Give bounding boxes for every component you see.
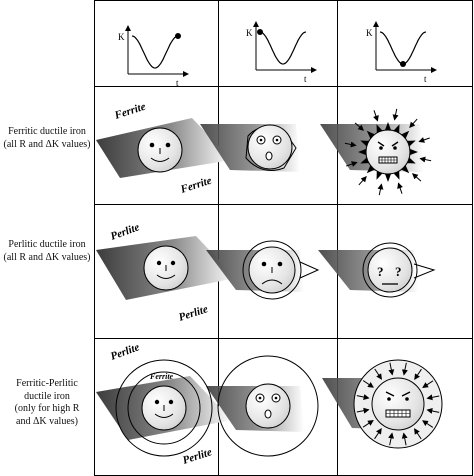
load-curve bbox=[259, 31, 307, 65]
pressure-arrow bbox=[354, 122, 365, 131]
phase-label-top: Ferrite bbox=[112, 101, 147, 123]
spike bbox=[384, 122, 392, 131]
question-mark: ? bbox=[377, 264, 384, 279]
phase-label-bottom: Perlite bbox=[181, 446, 213, 467]
row-perlitic: Perlite Perlite bbox=[96, 221, 436, 324]
ring-label: Ferrite bbox=[149, 372, 174, 381]
load-point-marker bbox=[400, 61, 406, 67]
row-label-ferritic-perlitic: Ferritic-Perlitic ductile iron (only for… bbox=[14, 378, 80, 427]
smiling-face bbox=[137, 127, 183, 173]
pressure-arrow bbox=[344, 141, 357, 148]
load-graph: Kt bbox=[366, 21, 437, 84]
load-curve bbox=[379, 31, 427, 65]
angry-face-under-pressure bbox=[344, 108, 432, 196]
pressure-arrow bbox=[346, 161, 358, 167]
puzzled-face-in-bubble: ? ? bbox=[362, 242, 436, 298]
pressure-arrow bbox=[388, 432, 394, 446]
spike bbox=[358, 148, 367, 156]
pressure-arrow bbox=[418, 137, 430, 143]
sad-face-in-bubble bbox=[242, 240, 320, 300]
x-axis-label: t bbox=[176, 78, 179, 88]
load-point-marker bbox=[257, 29, 263, 35]
row-ferritic-perlitic: Perlite Perlite Ferrite bbox=[96, 341, 443, 467]
spike bbox=[409, 148, 418, 156]
pressure-arrow bbox=[419, 156, 432, 163]
y-axis-label: K bbox=[246, 28, 253, 38]
row-label-ferritic: Ferritic ductile iron (all R and ΔK valu… bbox=[3, 126, 91, 150]
stressed-face-with-arrows bbox=[353, 359, 443, 449]
pressure-arrow bbox=[362, 380, 374, 388]
pressure-arrow bbox=[374, 428, 382, 440]
load-curve bbox=[131, 35, 179, 69]
spike bbox=[384, 173, 392, 182]
spike bbox=[366, 165, 375, 174]
smiling-face-with-ferrite-ring: Ferrite bbox=[115, 359, 213, 457]
phase-label-top: Perlite bbox=[109, 341, 141, 363]
spike bbox=[401, 165, 410, 174]
y-axis-label: K bbox=[366, 28, 373, 38]
pressure-arrow bbox=[388, 362, 395, 376]
pressure-arrow bbox=[411, 173, 422, 182]
pressure-arrow bbox=[374, 368, 382, 380]
phase-label-bottom: Perlite bbox=[177, 303, 209, 324]
surprised-face bbox=[245, 124, 297, 171]
surprised-face-with-ring bbox=[217, 355, 319, 457]
load-graph: Kt bbox=[118, 25, 189, 88]
pressure-arrow bbox=[356, 407, 370, 414]
row-ferritic: Ferrite Ferrite bbox=[96, 101, 432, 197]
pressure-arrow bbox=[356, 394, 370, 400]
pressure-arrow bbox=[397, 182, 403, 194]
spike bbox=[366, 130, 375, 139]
spike bbox=[401, 130, 410, 139]
question-mark: ? bbox=[395, 264, 402, 279]
x-axis-label: t bbox=[424, 74, 427, 84]
phase-label-top: Perlite bbox=[109, 221, 141, 243]
pressure-arrow bbox=[377, 183, 384, 196]
pressure-arrow bbox=[392, 108, 399, 121]
pressure-arrow bbox=[426, 408, 440, 414]
pressure-arrow bbox=[414, 368, 422, 380]
load-graph: Kt bbox=[246, 21, 317, 84]
pressure-arrow bbox=[362, 420, 374, 428]
pressure-arrow bbox=[358, 175, 367, 186]
row-label-perlitic: Perlitic ductile iron (all R and ΔK valu… bbox=[3, 239, 91, 263]
pressure-arrow bbox=[402, 362, 408, 376]
y-axis-label: K bbox=[118, 32, 125, 42]
phase-label-bottom: Ferrite bbox=[178, 175, 213, 197]
pressure-arrow bbox=[401, 432, 408, 446]
pressure-arrow bbox=[422, 380, 434, 388]
pressure-arrow bbox=[409, 118, 418, 129]
pressure-arrow bbox=[426, 394, 440, 401]
pressure-arrow bbox=[414, 428, 422, 440]
smiling-face bbox=[143, 245, 189, 291]
x-axis-label: t bbox=[304, 74, 307, 84]
pressure-arrow bbox=[373, 110, 379, 122]
pressure-arrow bbox=[422, 420, 434, 428]
load-point-marker bbox=[175, 33, 181, 39]
